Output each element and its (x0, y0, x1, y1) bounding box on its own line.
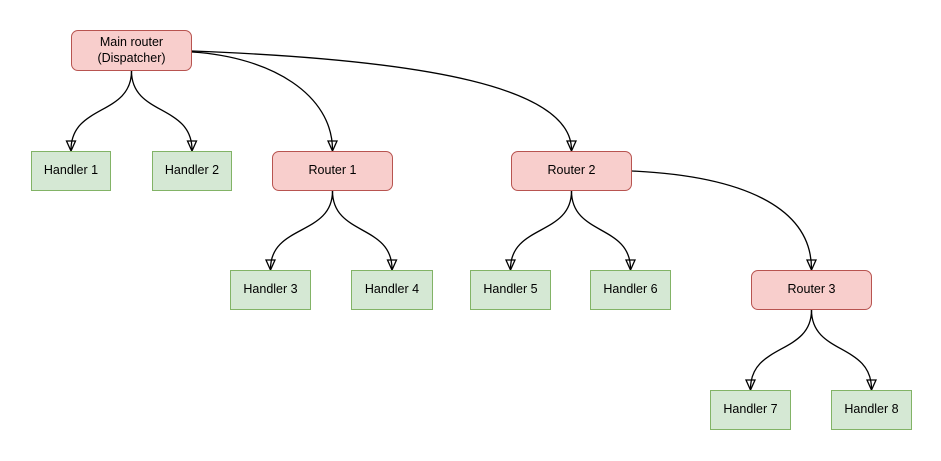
edge-router1-to-handler3 (271, 190, 334, 269)
node-handler-7: Handler 7 (710, 390, 791, 430)
node-handler-3-label: Handler 3 (243, 282, 298, 297)
node-handler-3: Handler 3 (230, 270, 311, 310)
edge-router3-to-handler8 (810, 309, 872, 389)
edge-main-to-router1 (191, 51, 333, 150)
node-router-2: Router 2 (511, 151, 632, 191)
node-handler-4-label: Handler 4 (364, 282, 420, 297)
edge-router2-to-handler5 (511, 190, 573, 269)
node-handler-4: Handler 4 (351, 270, 433, 310)
node-handler-2-label: Handler 2 (164, 163, 220, 178)
node-router-3-label: Router 3 (787, 282, 836, 297)
node-handler-6: Handler 6 (590, 270, 671, 310)
edge-main-to-handler1 (71, 70, 133, 150)
node-router-1: Router 1 (272, 151, 393, 191)
edge-router2-to-handler6 (570, 190, 631, 269)
node-handler-1: Handler 1 (31, 151, 111, 191)
node-handler-7-label: Handler 7 (723, 402, 778, 417)
edge-main-to-handler2 (130, 70, 193, 150)
edge-router2-to-router3 (631, 170, 812, 269)
node-router-3: Router 3 (751, 270, 872, 310)
node-handler-5-label: Handler 5 (483, 282, 538, 297)
node-handler-8-label: Handler 8 (844, 402, 899, 417)
edge-router3-to-handler7 (751, 309, 813, 389)
node-router-1-label: Router 1 (308, 163, 357, 178)
node-main-router-label-line1: Main router (99, 34, 164, 49)
edge-router1-to-handler4 (331, 190, 393, 269)
node-handler-6-label: Handler 6 (603, 282, 658, 297)
edge-main-to-router2 (191, 50, 572, 150)
node-handler-5: Handler 5 (470, 270, 551, 310)
node-router-2-label: Router 2 (547, 163, 596, 178)
node-handler-8: Handler 8 (831, 390, 912, 430)
node-main-router: Main router (Dispatcher) (71, 30, 192, 71)
node-handler-2: Handler 2 (152, 151, 232, 191)
node-main-router-label-line2: (Dispatcher) (97, 50, 166, 65)
node-handler-1-label: Handler 1 (43, 163, 99, 178)
